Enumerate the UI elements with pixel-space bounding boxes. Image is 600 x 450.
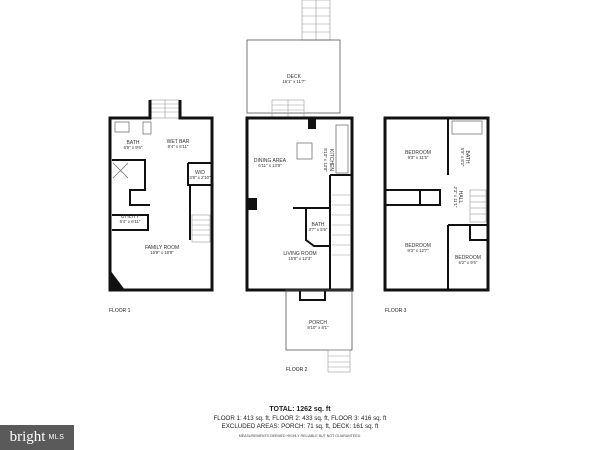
room-name: LIVING ROOM bbox=[283, 251, 316, 257]
logo-suffix: MLS bbox=[48, 434, 65, 441]
room-dims: 5'9" x 8'2" bbox=[460, 148, 465, 167]
room-name: DECK bbox=[287, 74, 302, 80]
floor-label: FLOOR 2 bbox=[286, 367, 308, 373]
room-name: PORCH bbox=[309, 320, 327, 326]
floor-1-plan: BATH 6'9" x 9'6" WET BAR 8'4" x 6'11" W/… bbox=[108, 99, 214, 314]
floor-label: FLOOR 1 bbox=[109, 308, 131, 314]
room-dims: 15'9" x 12'3" bbox=[288, 256, 312, 261]
excluded-areas: EXCLUDED AREAS: PORCH: 71 sq. ft, DECK: … bbox=[221, 423, 379, 430]
room-name: WET BAR bbox=[167, 139, 190, 145]
room-dims: 3'7" x 5'6" bbox=[309, 227, 328, 232]
floor-3-plan: BEDROOM 9'3" x 11'5" BATH 5'9" x 8'2" HA… bbox=[383, 116, 490, 314]
room-dims: 8'10" x 13'8" bbox=[323, 148, 328, 172]
room-dims: 9'3" x 12'7" bbox=[407, 248, 429, 253]
disclaimer: MEASUREMENTS DEEMED HIGHLY RELIABLE BUT … bbox=[238, 434, 362, 438]
room-name: BEDROOM bbox=[405, 243, 431, 249]
room-name: BATH bbox=[312, 222, 325, 228]
room-name: BEDROOM bbox=[405, 150, 431, 156]
room-name: DINING AREA bbox=[254, 158, 287, 164]
stairs bbox=[301, 0, 331, 41]
room-dims: 6'11" x 13'8" bbox=[258, 163, 282, 168]
room-name: HALL bbox=[457, 191, 463, 204]
stairs bbox=[191, 214, 211, 243]
room-dims: 5'4" x 6'11" bbox=[120, 219, 141, 224]
stairs bbox=[271, 99, 305, 119]
room-name: BEDROOM bbox=[455, 255, 481, 261]
floor-2-plan: DECK 16'1" x 11'7" DINING AREA 6'11" x 1… bbox=[245, 0, 354, 373]
logo-brand: bright bbox=[9, 429, 46, 445]
floor-areas: FLOOR 1: 413 sq. ft, FLOOR 2: 433 sq. ft… bbox=[213, 415, 387, 422]
room-name: W/D bbox=[195, 170, 205, 176]
room-dims: 9'3" x 11'5" bbox=[408, 155, 429, 160]
room-dims: 8'10" x 8'1" bbox=[307, 325, 329, 330]
bright-mls-logo: bright MLS bbox=[0, 425, 74, 450]
room-name: UTILITY bbox=[121, 214, 140, 220]
stairs bbox=[332, 194, 350, 256]
stairs bbox=[327, 349, 351, 373]
room-name: KITCHEN bbox=[328, 149, 334, 171]
room-dims: 15'9" x 18'9" bbox=[150, 250, 174, 255]
room-dims: 8'4" x 6'11" bbox=[168, 144, 189, 149]
room-name: FAMILY ROOM bbox=[145, 245, 179, 251]
stairs bbox=[149, 99, 181, 119]
room-name: BATH bbox=[464, 151, 470, 164]
room-dims: 2'3" x 11'1" bbox=[453, 187, 458, 208]
room-dims: 6'9" x 9'6" bbox=[124, 145, 143, 150]
floor-label: FLOOR 3 bbox=[385, 308, 407, 314]
total-area: TOTAL: 1262 sq. ft bbox=[269, 406, 331, 413]
room-dims: 3'8" x 2'10" bbox=[189, 175, 211, 180]
room-dims: 16'1" x 11'7" bbox=[282, 79, 306, 84]
room-dims: 6'2" x 9'6" bbox=[459, 260, 478, 265]
stairs bbox=[469, 189, 487, 223]
room-name: BATH bbox=[127, 140, 140, 146]
